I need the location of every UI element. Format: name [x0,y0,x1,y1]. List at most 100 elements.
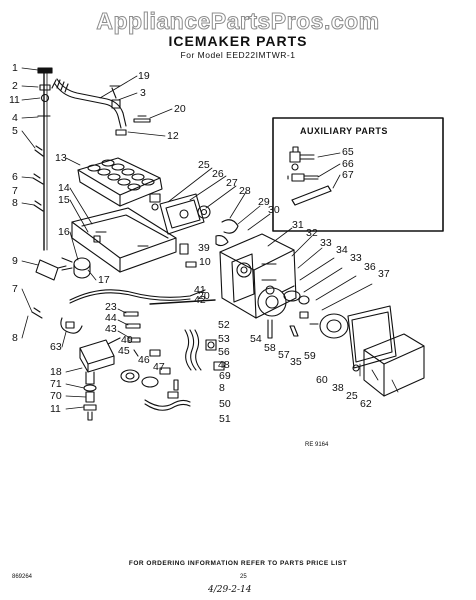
handwritten-date: 4/29-2-14 [208,585,252,595]
aux-part-fitting [287,173,319,182]
icemaker-housing [219,233,297,319]
callout-23: 23 [105,300,117,313]
callout-27: 27 [226,176,238,189]
callout-20: 20 [198,289,210,302]
callout-7: 7 [12,282,18,295]
callout-20: 20 [174,102,186,115]
callout-69: 69 [219,369,231,382]
callout-32: 32 [306,226,318,239]
callout-51: 51 [219,412,231,425]
callout-67: 67 [342,168,354,181]
callout-39: 39 [198,241,210,254]
callout-6: 6 [12,170,18,183]
callout-52: 52 [218,318,230,331]
callout-28: 28 [239,184,251,197]
auxiliary-parts-box [272,117,444,232]
center-wiring [184,329,225,371]
callout-42: 42 [194,293,206,306]
callout-3: 3 [140,86,146,99]
watermark-text: AppliancePartsPros.com [96,8,380,35]
callout-35: 35 [290,355,302,368]
callout-29: 29 [258,195,270,208]
callout-12: 12 [167,129,179,142]
callout-13: 13 [55,151,67,164]
callout-30: 30 [268,203,280,216]
cam-gear-parts [257,285,319,339]
callout-2: 2 [12,79,18,92]
callout-45: 45 [118,344,130,357]
callout-41: 41 [194,283,206,296]
callout-56: 56 [218,345,230,358]
callout-66: 66 [342,157,354,170]
callout-33: 33 [320,236,332,249]
callout-25: 25 [346,389,358,402]
water-valve [79,337,121,421]
callout-36: 36 [364,260,376,273]
callout-62: 62 [360,397,372,410]
aux-part-valve [289,146,315,171]
callout-9: 9 [12,254,18,267]
callout-38: 38 [332,381,344,394]
callout-59: 59 [304,349,316,362]
shutoff-arm-bracket [35,259,67,281]
ice-mold [77,157,163,211]
aux-part-tube [291,185,332,206]
callout-10: 10 [199,255,211,268]
callout-60: 60 [316,373,328,386]
callout-33: 33 [350,251,362,264]
callout-16: 16 [58,225,70,238]
callout-48: 48 [218,358,230,371]
thermostat-cluster [61,257,91,279]
callout-57: 57 [278,348,290,361]
left-rod-assembly [32,67,53,251]
stripper-rake [159,193,239,268]
callout-54: 54 [250,332,262,345]
ejector-rod [149,299,216,305]
callout-15: 15 [58,193,70,206]
callout-49: 49 [121,333,133,346]
mounting-plate [319,305,397,372]
callout-71: 71 [50,377,62,390]
callout-19: 19 [138,69,150,82]
page-number: 25 [240,574,247,580]
callout-44: 44 [105,311,117,324]
callout-70: 70 [50,389,62,402]
wire-harness [60,289,206,334]
callout-11: 11 [50,402,61,415]
mold-heater-tray [71,207,177,273]
callout-14: 14 [58,181,70,194]
callout-34: 34 [336,243,348,256]
document-code: 869264 [12,574,33,580]
callout-46: 46 [138,353,150,366]
callout-31: 31 [292,218,304,231]
figure-reference: RE 9164 [305,442,329,448]
support-screws [123,311,161,357]
callout-50: 50 [219,397,231,410]
callout-8: 8 [12,196,18,209]
auxiliary-parts-title: AUXILIARY PARTS [300,126,388,136]
callout-65: 65 [342,145,354,158]
callout-8: 8 [12,331,18,344]
callout-37: 37 [378,267,390,280]
callout-47: 47 [153,360,165,373]
drive-gear-cluster [120,367,191,411]
callout-63: 63 [50,340,62,353]
callout-25: 25 [198,158,210,171]
callout-11: 11 [9,93,20,106]
callout-17: 17 [98,273,110,286]
callout-43: 43 [105,322,117,335]
callout-26: 26 [212,167,224,180]
callout-53: 53 [218,332,230,345]
diagram-title: ICEMAKER PARTS [168,33,308,49]
callout-1: 1 [12,61,18,74]
ordering-note: FOR ORDERING INFORMATION REFER TO PARTS … [128,560,348,567]
callout-5: 5 [12,124,18,137]
callout-18: 18 [50,365,62,378]
callout-4: 4 [12,111,18,124]
fill-tube [51,78,151,136]
callout-8: 8 [219,381,225,394]
callout-7: 7 [12,184,18,197]
callout-58: 58 [264,341,276,354]
model-subtitle: For Model EED22IMTWR-1 [180,50,296,60]
